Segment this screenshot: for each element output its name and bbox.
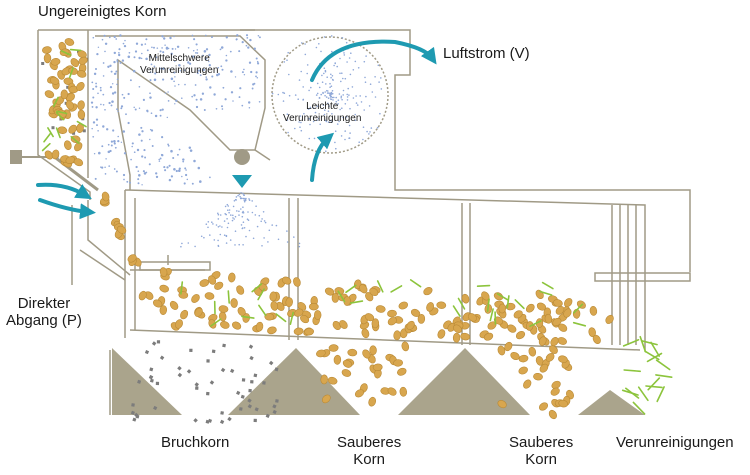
label-clean-grain-b-line2: Korn <box>525 451 557 469</box>
label-clean-grain-b-line1: Sauberes <box>509 434 574 451</box>
label-impurities: Verunreinigungen <box>616 434 734 451</box>
nozzle-icon <box>232 175 252 188</box>
aspiration-housing <box>95 29 691 272</box>
label-clean-grain-a-line1: Sauberes <box>337 434 402 451</box>
label-airflow: Luftstrom (V) <box>443 45 530 62</box>
label-clean-grain-a-line2: Korn <box>353 451 385 469</box>
straw-impurities <box>41 48 673 415</box>
cyclone-arrow-large <box>310 39 437 82</box>
label-broken-grain: Bruchkorn <box>161 434 230 451</box>
label-medium-impurities: Mittelschwere Verunreinigungen <box>140 53 218 76</box>
label-direct-outlet-line2: Abgang (P) <box>6 312 82 330</box>
label-medium-impurities-line1: Mittelschwere <box>148 53 210 64</box>
airflow-arrows <box>36 39 437 220</box>
label-light-impurities: Leichte Verunreinigungen <box>283 101 361 124</box>
label-clean-grain-a: Sauberes Korn <box>337 434 401 469</box>
broken-grain-particles <box>41 47 279 425</box>
medium-impurities-particles <box>90 34 301 248</box>
label-raw-grain: Ungereinigtes Korn <box>38 3 167 20</box>
label-light-impurities-line2: Verunreinigungen <box>283 112 362 124</box>
label-light-impurities-line1: Leichte <box>306 101 339 112</box>
label-direct-outlet: Direkter Abgang (P) <box>6 295 82 330</box>
label-clean-grain-b: Sauberes Korn <box>509 434 573 469</box>
fan-rotor <box>234 149 250 165</box>
inlet-air-arrow-top <box>36 182 92 200</box>
updraft-arrow <box>310 132 335 182</box>
inlet-air-arrow-bottom <box>38 198 96 220</box>
label-medium-impurities-line2: Verunreinigungen <box>140 64 219 76</box>
label-direct-outlet-line1: Direkter <box>17 295 71 312</box>
light-impurities-particles <box>271 35 383 152</box>
